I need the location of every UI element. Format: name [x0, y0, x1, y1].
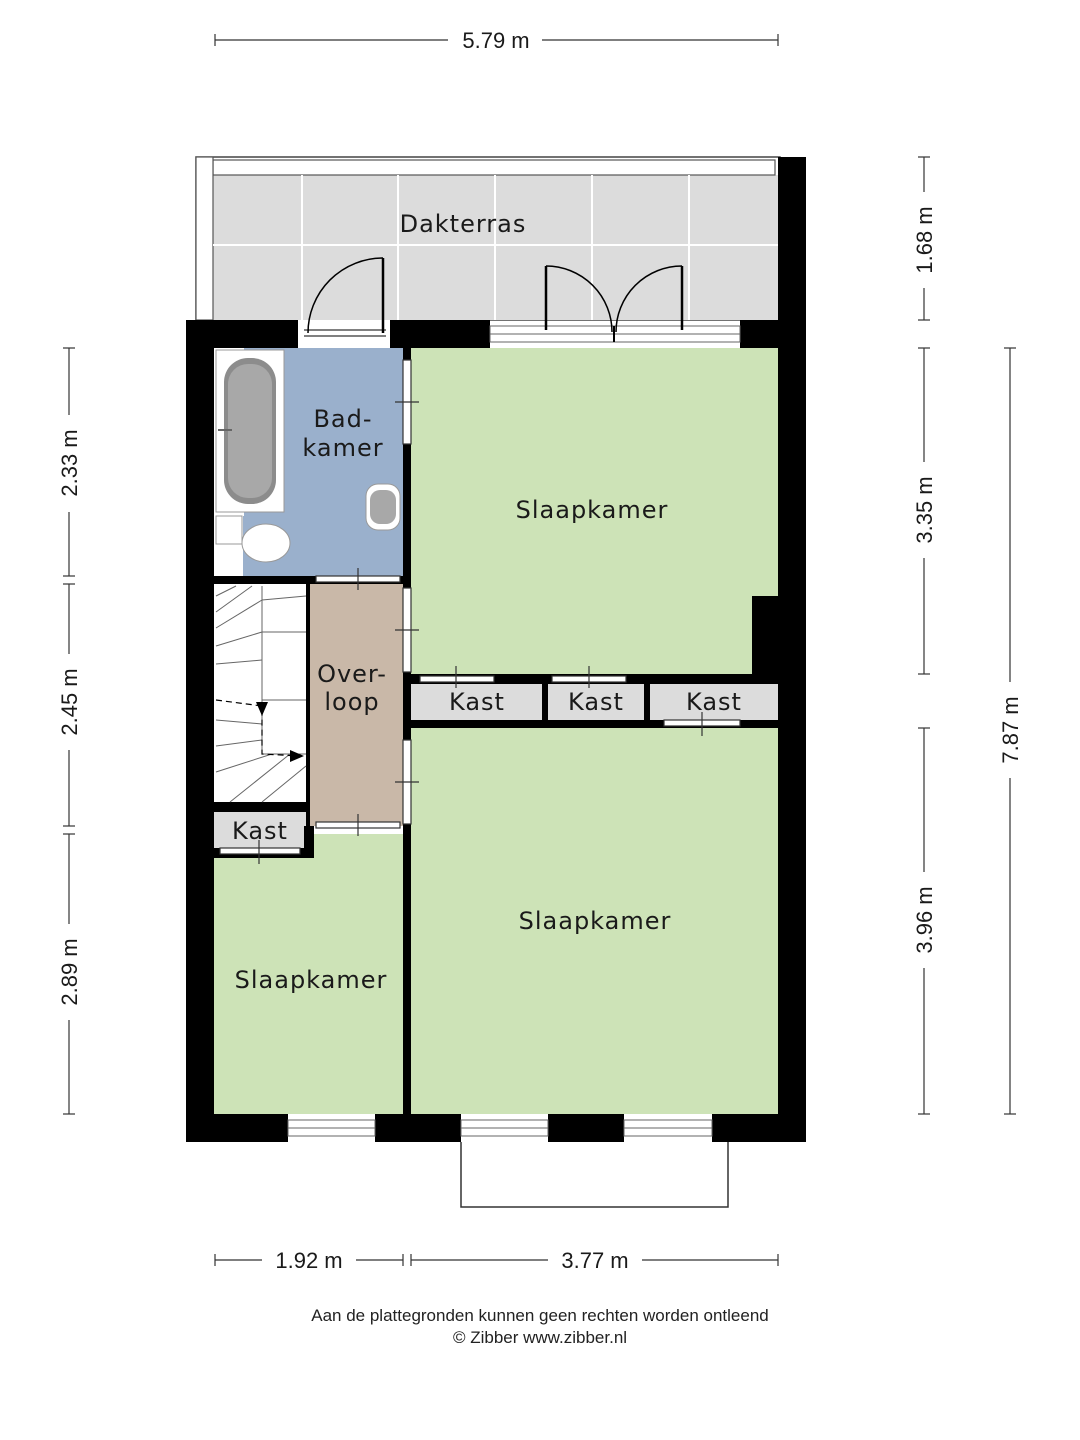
- label-closet-1: Kast: [449, 688, 505, 716]
- dim-right-total: 7.87 m: [998, 696, 1023, 763]
- dim-bottom-left-width: 1.92 m: [275, 1248, 342, 1273]
- footer-copyright: © Zibber www.zibber.nl: [452, 1328, 628, 1347]
- toilet-icon: [215, 515, 291, 563]
- label-roof-terrace: Dakterras: [400, 210, 527, 238]
- balcony-outline: [460, 1142, 729, 1208]
- closet-2-area: [548, 684, 644, 720]
- dim-right-2: 3.35 m: [912, 476, 937, 543]
- dim-left-3: 2.89 m: [57, 938, 82, 1005]
- dim-bottom-right-width: 3.77 m: [561, 1248, 628, 1273]
- walls: [186, 320, 806, 1142]
- label-bedroom-bottom-right: Slaapkamer: [519, 907, 672, 935]
- dim-left-2: 2.45 m: [57, 668, 82, 735]
- label-bedroom-bottom-left: Slaapkamer: [235, 966, 388, 994]
- label-closet-4: Kast: [232, 817, 288, 845]
- label-bedroom-top-right: Slaapkamer: [516, 496, 669, 524]
- bathtub-icon: [215, 349, 285, 513]
- footer-disclaimer: Aan de plattegronden kunnen geen rechten…: [311, 1306, 769, 1325]
- dim-right-3: 3.96 m: [912, 886, 937, 953]
- label-closet-3: Kast: [686, 688, 742, 716]
- dim-top-width: 5.79 m: [462, 28, 529, 53]
- label-landing-2: loop: [324, 688, 379, 716]
- roof-terrace: [195, 156, 806, 321]
- bedroom-bottom-right: [411, 728, 779, 1114]
- landing: [308, 584, 404, 826]
- dimension-lines: [63, 34, 1016, 1266]
- label-landing-1: Over-: [317, 660, 387, 688]
- doors: [298, 257, 684, 348]
- closet-4-area: [214, 812, 306, 848]
- sink-icon: [365, 483, 401, 531]
- dim-left-1: 2.33 m: [57, 429, 82, 496]
- dim-right-1: 1.68 m: [912, 206, 937, 273]
- bedroom-top-right: [411, 348, 779, 674]
- label-bathroom-2: kamer: [302, 434, 383, 462]
- stairs-icon: [215, 585, 307, 803]
- closet-3-area: [650, 684, 778, 720]
- closet-1-area: [411, 684, 542, 720]
- label-bathroom-1: Bad-: [313, 405, 372, 433]
- stairwell: [214, 584, 308, 802]
- bedroom-bottom-left: [214, 834, 404, 1114]
- sliding-doors: [219, 359, 741, 864]
- label-closet-2: Kast: [568, 688, 624, 716]
